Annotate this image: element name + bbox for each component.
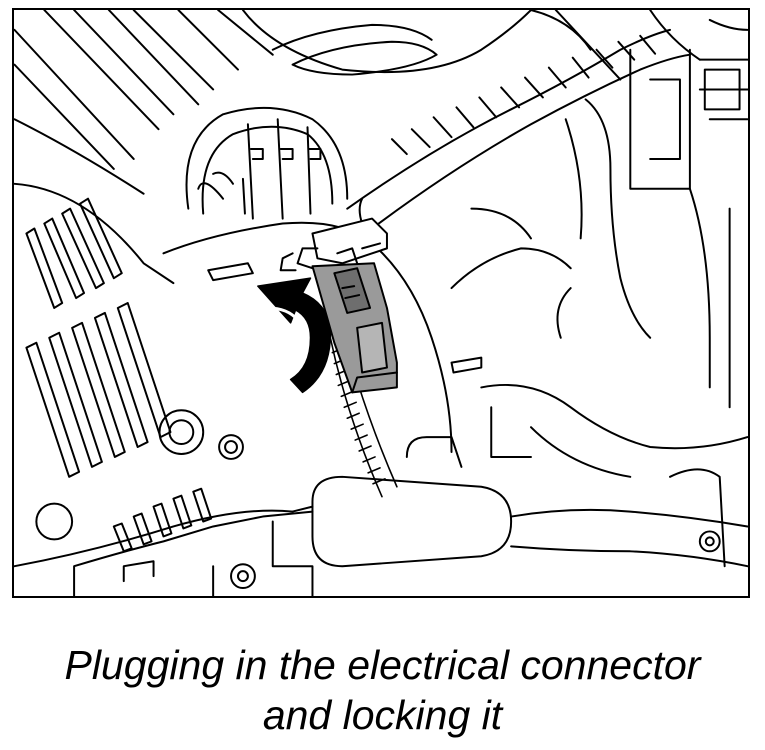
screw-bosses (35, 409, 256, 590)
caption-line-2: and locking it (262, 692, 503, 738)
illustration-svg (14, 10, 748, 596)
lower-bracket (73, 510, 314, 596)
figure-caption: Plugging in the electrical connector and… (0, 640, 765, 740)
air-vent (185, 106, 349, 220)
housing-slots-lower (25, 302, 172, 478)
dashboard-top-trim (241, 10, 748, 81)
electrical-connector (279, 217, 398, 394)
wiring-harness (346, 28, 691, 230)
housing-slots-upper (25, 197, 123, 309)
lever-stalk (311, 436, 748, 568)
caption-line-1: Plugging in the electrical connector (64, 642, 701, 688)
housing-tab-slot (207, 262, 254, 282)
housing-slots-bottom (112, 487, 213, 553)
rotation-arrow (257, 277, 332, 394)
dashboard-upper-left (14, 10, 274, 195)
right-side-components (450, 48, 748, 478)
technical-illustration (12, 8, 750, 598)
